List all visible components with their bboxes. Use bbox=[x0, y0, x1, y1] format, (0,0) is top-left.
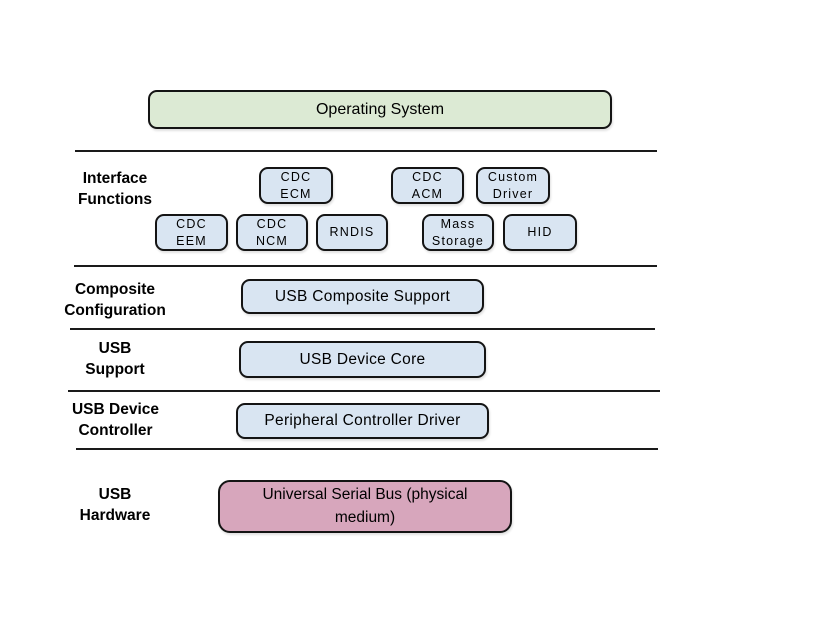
cdc-ecm-box: CDC ECM bbox=[259, 167, 333, 204]
section-divider-line bbox=[76, 448, 658, 450]
cdc-ncm-box: CDC NCM bbox=[236, 214, 308, 251]
peripheral-controller-driver-box: Peripheral Controller Driver bbox=[236, 403, 489, 439]
usb-device-core-box: USB Device Core bbox=[239, 341, 486, 378]
mass-storage-box: Mass Storage bbox=[422, 214, 494, 251]
section-label-composite-configuration: Composite Configuration bbox=[64, 281, 166, 319]
section-divider-line bbox=[68, 390, 660, 392]
section-label-interface-functions: Interface Functions bbox=[77, 170, 153, 208]
section-divider-line bbox=[74, 265, 657, 267]
section-label-usb-support: USB Support bbox=[85, 340, 145, 378]
section-label-usb-device-controller: USB Device Controller bbox=[71, 401, 159, 439]
section-divider-line bbox=[75, 150, 657, 152]
cdc-acm-box: CDC ACM bbox=[391, 167, 464, 204]
usb-composite-support-box: USB Composite Support bbox=[241, 279, 484, 314]
section-label-usb-hardware: USB Hardware bbox=[79, 486, 151, 524]
hid-box: HID bbox=[503, 214, 577, 251]
section-divider-line bbox=[70, 328, 655, 330]
operating-system-box: Operating System bbox=[148, 90, 612, 129]
rndis-box: RNDIS bbox=[316, 214, 388, 251]
custom-driver-box: Custom Driver bbox=[476, 167, 550, 204]
universal-serial-bus-box: Universal Serial Bus (physical medium) bbox=[218, 480, 512, 533]
cdc-eem-box: CDC EEM bbox=[155, 214, 228, 251]
